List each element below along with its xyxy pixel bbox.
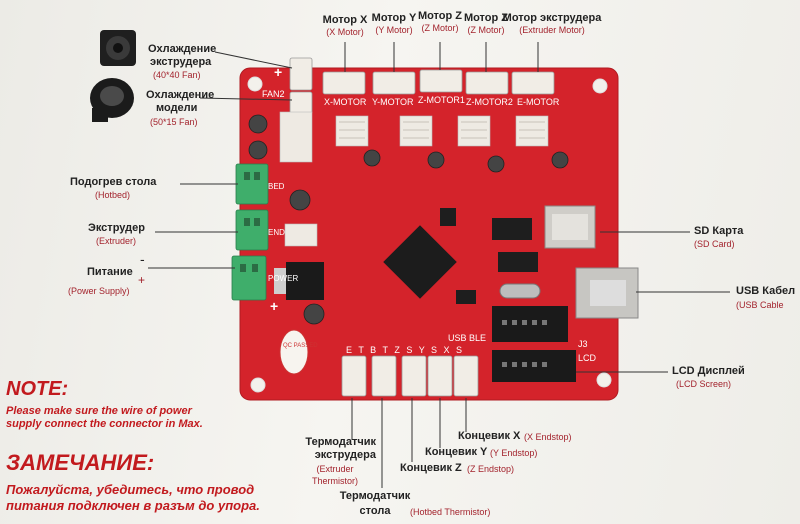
bottom-connectors (341, 355, 479, 397)
label-bed-therm-2: стола (359, 505, 391, 517)
label-usb-en: (USB Cable (736, 300, 784, 310)
label-ext-therm-en-2: Thermistor) (311, 476, 358, 486)
blower-fan-icon (90, 78, 134, 122)
label-ext-therm-2: экструдера (314, 449, 376, 461)
silk-plus-top: + (274, 64, 283, 80)
crystal (499, 283, 541, 299)
motor-connectors (322, 69, 555, 95)
note-text-en-2: supply connect the connector in Max. (6, 418, 203, 430)
silk-end: END (268, 228, 285, 237)
silk-connector-letters: E T B T Z S Y S X S (346, 345, 465, 355)
label-motor-z2: Мотор Z (463, 12, 509, 24)
mount-hole-tr (592, 78, 608, 94)
note-title-en: NOTE: (6, 378, 69, 400)
note-text-en-1: Please make sure the wire of power (6, 405, 192, 417)
silk-fan2: FAN2 (262, 89, 285, 99)
label-extruder-en: (Extruder) (96, 236, 137, 246)
label-sd-card-en: (SD Card) (694, 239, 735, 249)
label-motor-z1: Мотор Z (417, 10, 463, 22)
label-power-plus: + (138, 273, 146, 287)
label-power-en: (Power Supply) (68, 286, 130, 296)
mosfet (286, 262, 324, 300)
silk-x-motor: X-MOTOR (324, 97, 367, 107)
label-lcd: LCD Дисплей (672, 365, 745, 377)
silk-plus-bottom: + (270, 298, 279, 314)
capacitors (248, 114, 569, 325)
silk-z-motor2: Z-MOTOR2 (466, 97, 513, 107)
label-extruder: Экструдер (88, 222, 145, 234)
note-text-ru-2: питания подключен в разъм до упора. (6, 498, 260, 513)
label-usb: USB Кабел (736, 285, 796, 297)
label-motor-z2-en: (Z Motor) (467, 25, 505, 35)
label-fan-extruder-1: Охлаждение (148, 43, 217, 55)
label-motor-e: Мотор экструдера (502, 12, 602, 24)
label-y-endstop-en: (Y Endstop) (490, 448, 538, 458)
label-z-endstop-en: (Z Endstop) (467, 464, 515, 474)
label-ext-therm-en-1: (Extruder (316, 464, 354, 474)
silk-usb-ble: USB BLE (448, 333, 487, 343)
label-motor-y: Мотор Y (371, 12, 417, 24)
label-motor-y-en: (Y Motor) (375, 25, 413, 35)
label-motor-z1-en: (Z Motor) (421, 23, 459, 33)
fan-40-icon (100, 30, 136, 66)
fan-connectors (289, 57, 313, 115)
label-fan-model-2: модели (156, 102, 198, 114)
label-power-minus: - (140, 251, 145, 267)
mcu-chip (383, 225, 457, 299)
label-hotbed-en: (Hotbed) (95, 190, 131, 200)
label-bed-therm-en: (Hotbed Thermistor) (410, 507, 491, 517)
label-ext-therm-1: Термодатчик (305, 436, 376, 448)
label-bed-therm-1: Термодатчик (339, 490, 411, 502)
silk-bed: BED (268, 182, 285, 191)
label-fan-extruder-en: (40*40 Fan) (153, 70, 201, 80)
silk-z-motor1: Z-MOTOR1 (418, 95, 465, 105)
qc-passed-text: QC PASSED (283, 343, 318, 349)
note-title-ru: ЗАМЕЧАНИЕ: (6, 450, 155, 475)
label-motor-x-en: (X Motor) (326, 27, 364, 37)
silk-j3: J3 (578, 339, 588, 349)
note-text-ru-1: Пожалуйста, убедитесь, что провод (6, 482, 255, 497)
label-hotbed: Подогрев стола (70, 176, 157, 188)
label-fan-model-en: (50*15 Fan) (150, 117, 198, 127)
driver-heatsinks (279, 111, 549, 247)
label-motor-e-en: (Extruder Motor) (519, 25, 585, 35)
label-fan-extruder-2: экструдера (150, 56, 212, 68)
qc-passed-sticker (279, 329, 309, 375)
label-lcd-en: (LCD Screen) (676, 379, 732, 389)
ic-chips (440, 208, 538, 304)
label-y-endstop: Концевик Y (425, 446, 488, 458)
label-z-endstop: Концевик Z (400, 462, 462, 474)
silk-y-motor: Y-MOTOR (372, 97, 414, 107)
label-x-endstop-en: (X Endstop) (524, 432, 572, 442)
label-sd-card: SD Карта (694, 225, 744, 237)
mount-hole-tl (247, 76, 263, 92)
mount-hole-br (596, 372, 612, 388)
label-fan-model-1: Охлаждение (146, 89, 215, 101)
silk-e-motor: E-MOTOR (517, 97, 560, 107)
label-power: Питание (87, 266, 133, 278)
mount-hole-bl (250, 377, 266, 393)
leader-lines (148, 42, 730, 488)
silk-power: POWER (268, 274, 299, 283)
label-motor-x: Мотор X (322, 14, 368, 26)
silk-lcd: LCD (578, 353, 597, 363)
label-x-endstop: Концевик X (458, 430, 521, 442)
